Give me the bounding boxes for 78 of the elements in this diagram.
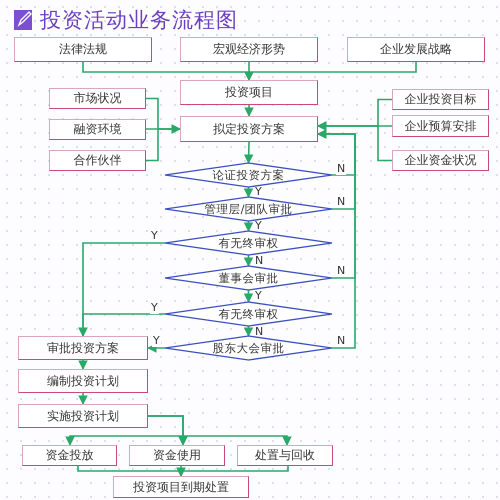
decision-diamond <box>165 336 332 360</box>
decision-label: 股东大会审批 <box>212 340 284 356</box>
process-box <box>49 88 146 109</box>
connector-arrow <box>78 360 88 370</box>
box-label: 资金使用 <box>153 447 201 464</box>
box-label: 宏观经济形势 <box>213 41 285 58</box>
decision-label: 论证投资方案 <box>212 168 284 182</box>
edge-label: N <box>336 335 346 347</box>
box-label: 融资环境 <box>74 121 122 138</box>
box-label: 企业发展战略 <box>380 41 452 58</box>
edge-label: N <box>336 196 346 208</box>
connector-arrow <box>176 466 289 477</box>
edge-label: N <box>254 326 264 338</box>
box-label: 审批投资方案 <box>47 340 119 356</box>
connector-arrow <box>147 343 165 353</box>
connector-arrow <box>244 105 254 117</box>
process-box <box>180 80 318 105</box>
process-box <box>49 119 146 140</box>
connector-arrow <box>244 62 417 81</box>
connector-arrow <box>244 142 254 164</box>
diagram-title: 投资活动业务流程图 <box>40 7 238 34</box>
edge-label: Y <box>254 290 263 302</box>
process-box <box>18 404 148 428</box>
box-label: 投资项目 <box>225 84 273 101</box>
box-label: 实施投资计划 <box>47 408 119 424</box>
connector-arrow <box>78 313 165 337</box>
decision-label: 管理层/团队审批 <box>204 202 292 216</box>
box-label: 处置与回收 <box>255 447 315 464</box>
connector-arrow <box>244 255 254 267</box>
decision-label: 有无终审权 <box>218 236 278 250</box>
decision-diamond <box>165 266 332 290</box>
decision-diamond <box>165 231 332 255</box>
box-label: 拟定投资方案 <box>213 120 285 138</box>
process-box <box>180 37 318 62</box>
connector-arrow <box>317 121 392 162</box>
box-label: 法律法规 <box>59 41 107 58</box>
decision-diamond <box>165 302 332 326</box>
connector-arrow <box>244 326 254 337</box>
process-box <box>18 336 148 360</box>
connector-arrow <box>244 221 254 232</box>
edge-label: Y <box>150 230 159 242</box>
box-label: 编制投资计划 <box>47 372 119 390</box>
connector-arrow <box>146 124 181 162</box>
connector-arrow <box>148 415 292 446</box>
edge-label: Y <box>254 186 263 198</box>
process-box <box>49 150 146 171</box>
process-box <box>22 445 117 466</box>
connector-arrow <box>78 393 88 405</box>
process-box <box>180 116 318 142</box>
process-box <box>392 150 489 171</box>
edge-label: N <box>336 265 346 277</box>
box-label: 市场状况 <box>74 90 122 107</box>
connector-arrow <box>244 290 254 303</box>
edge-label: Y <box>152 335 161 347</box>
connector-arrow <box>244 187 254 198</box>
process-box <box>347 37 485 62</box>
process-box <box>129 445 225 466</box>
box-label: 企业资金状况 <box>404 152 476 169</box>
decision-diamond <box>165 197 332 221</box>
process-box <box>237 445 333 466</box>
decision-label: 董事会审批 <box>218 270 278 286</box>
edge-label: Y <box>150 302 159 314</box>
process-box <box>18 369 148 393</box>
box-label: 投资项目到期处置 <box>133 478 229 496</box>
edge-label: N <box>254 255 264 267</box>
edge-label: N <box>336 163 346 175</box>
process-box <box>113 476 249 498</box>
box-label: 企业预算安排 <box>404 118 476 134</box>
process-box <box>14 37 152 62</box>
box-label: 企业投资目标 <box>404 91 476 108</box>
connector-arrow <box>317 129 356 349</box>
decision-label: 有无终审权 <box>218 306 278 322</box>
box-label: 资金投放 <box>46 447 94 464</box>
process-box <box>392 89 489 110</box>
process-box <box>392 115 489 137</box>
edge-label: Y <box>254 220 263 232</box>
decision-diamond <box>165 163 332 187</box>
box-label: 合作伙伴 <box>74 152 122 169</box>
